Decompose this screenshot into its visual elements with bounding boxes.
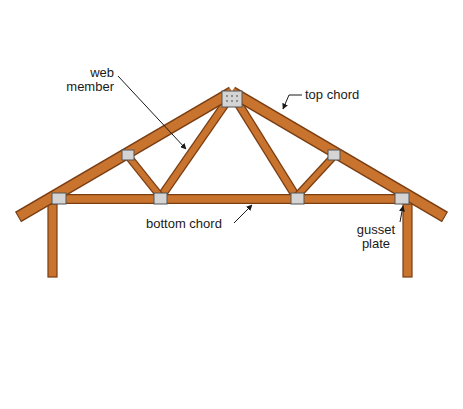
gusset-dots: [226, 95, 238, 102]
gusset-plates: [52, 91, 409, 204]
part-label: gusset plate: [352, 223, 400, 251]
wall-post: [403, 204, 412, 277]
bottom-chord: [52, 199, 408, 200]
wall-post: [48, 204, 57, 277]
part-label: web member: [58, 66, 114, 94]
leader-lines: [118, 76, 403, 223]
web-members: [128, 100, 334, 198]
top-chord: [18, 92, 445, 217]
part-label: top chord: [305, 88, 385, 102]
part-label: bottom chord: [146, 217, 232, 231]
